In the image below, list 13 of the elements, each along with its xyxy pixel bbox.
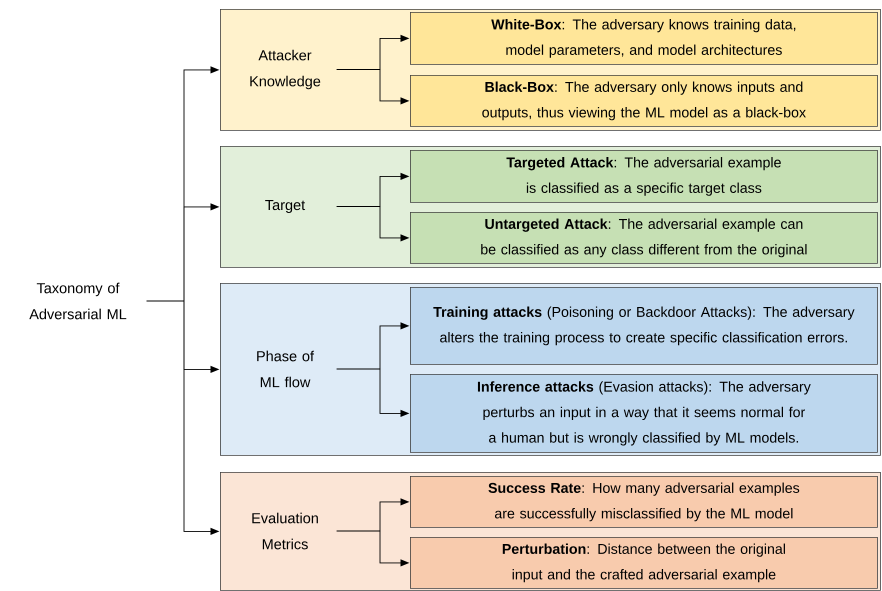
description-box: Black-Box: The adversary only knows inputs and outputs, thus viewing the ML model as a black-box [410, 75, 878, 127]
description-box: Targeted Attack: The adversarial example is classified as a specific target class [410, 150, 878, 203]
category-label: Attacker Knowledge [250, 50, 320, 90]
description-box: Inference attacks (Evasion attacks): The adversary perturbs an input in a way that it seems normal for a human but is wrongly classified by ML models. [410, 374, 878, 453]
description-box: Untargeted Attack: The adversarial example can be classified as any class different from the original [410, 212, 878, 264]
root-label: Taxonomy of Adversarial ML [29, 282, 126, 320]
description-box: Perturbation: Distance between the original input and the crafted adversarial example [410, 537, 878, 589]
description-box: Success Rate: How many adversarial examples are successfully misclassified by the ML model [410, 476, 878, 528]
category-label: Phase of ML flow [257, 350, 314, 388]
description-box: White-Box: The adversary knows training data, model parameters, and model architectures [410, 12, 878, 65]
description-box: Training attacks (Poisoning or Backdoor Attacks): The adversary alters the training process to create specific classification errors. [410, 287, 878, 365]
category-label: Evaluation Metrics [252, 512, 318, 550]
category-label: Target [265, 200, 306, 213]
